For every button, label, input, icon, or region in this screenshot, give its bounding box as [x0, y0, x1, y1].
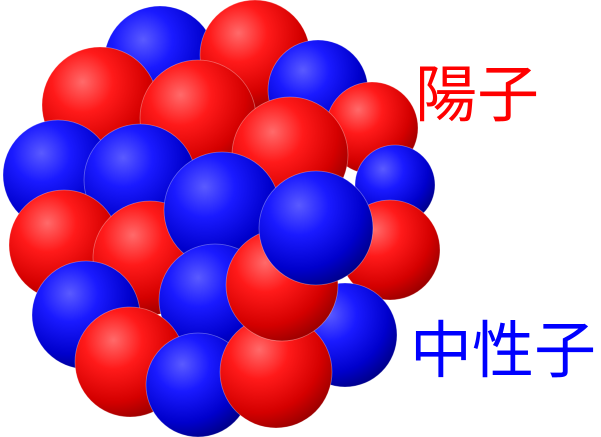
nucleus-cluster	[3, 0, 440, 437]
neutron-label: 中性子	[410, 320, 596, 382]
neutron-sphere	[259, 171, 373, 285]
proton-label: 陽子	[415, 64, 539, 126]
